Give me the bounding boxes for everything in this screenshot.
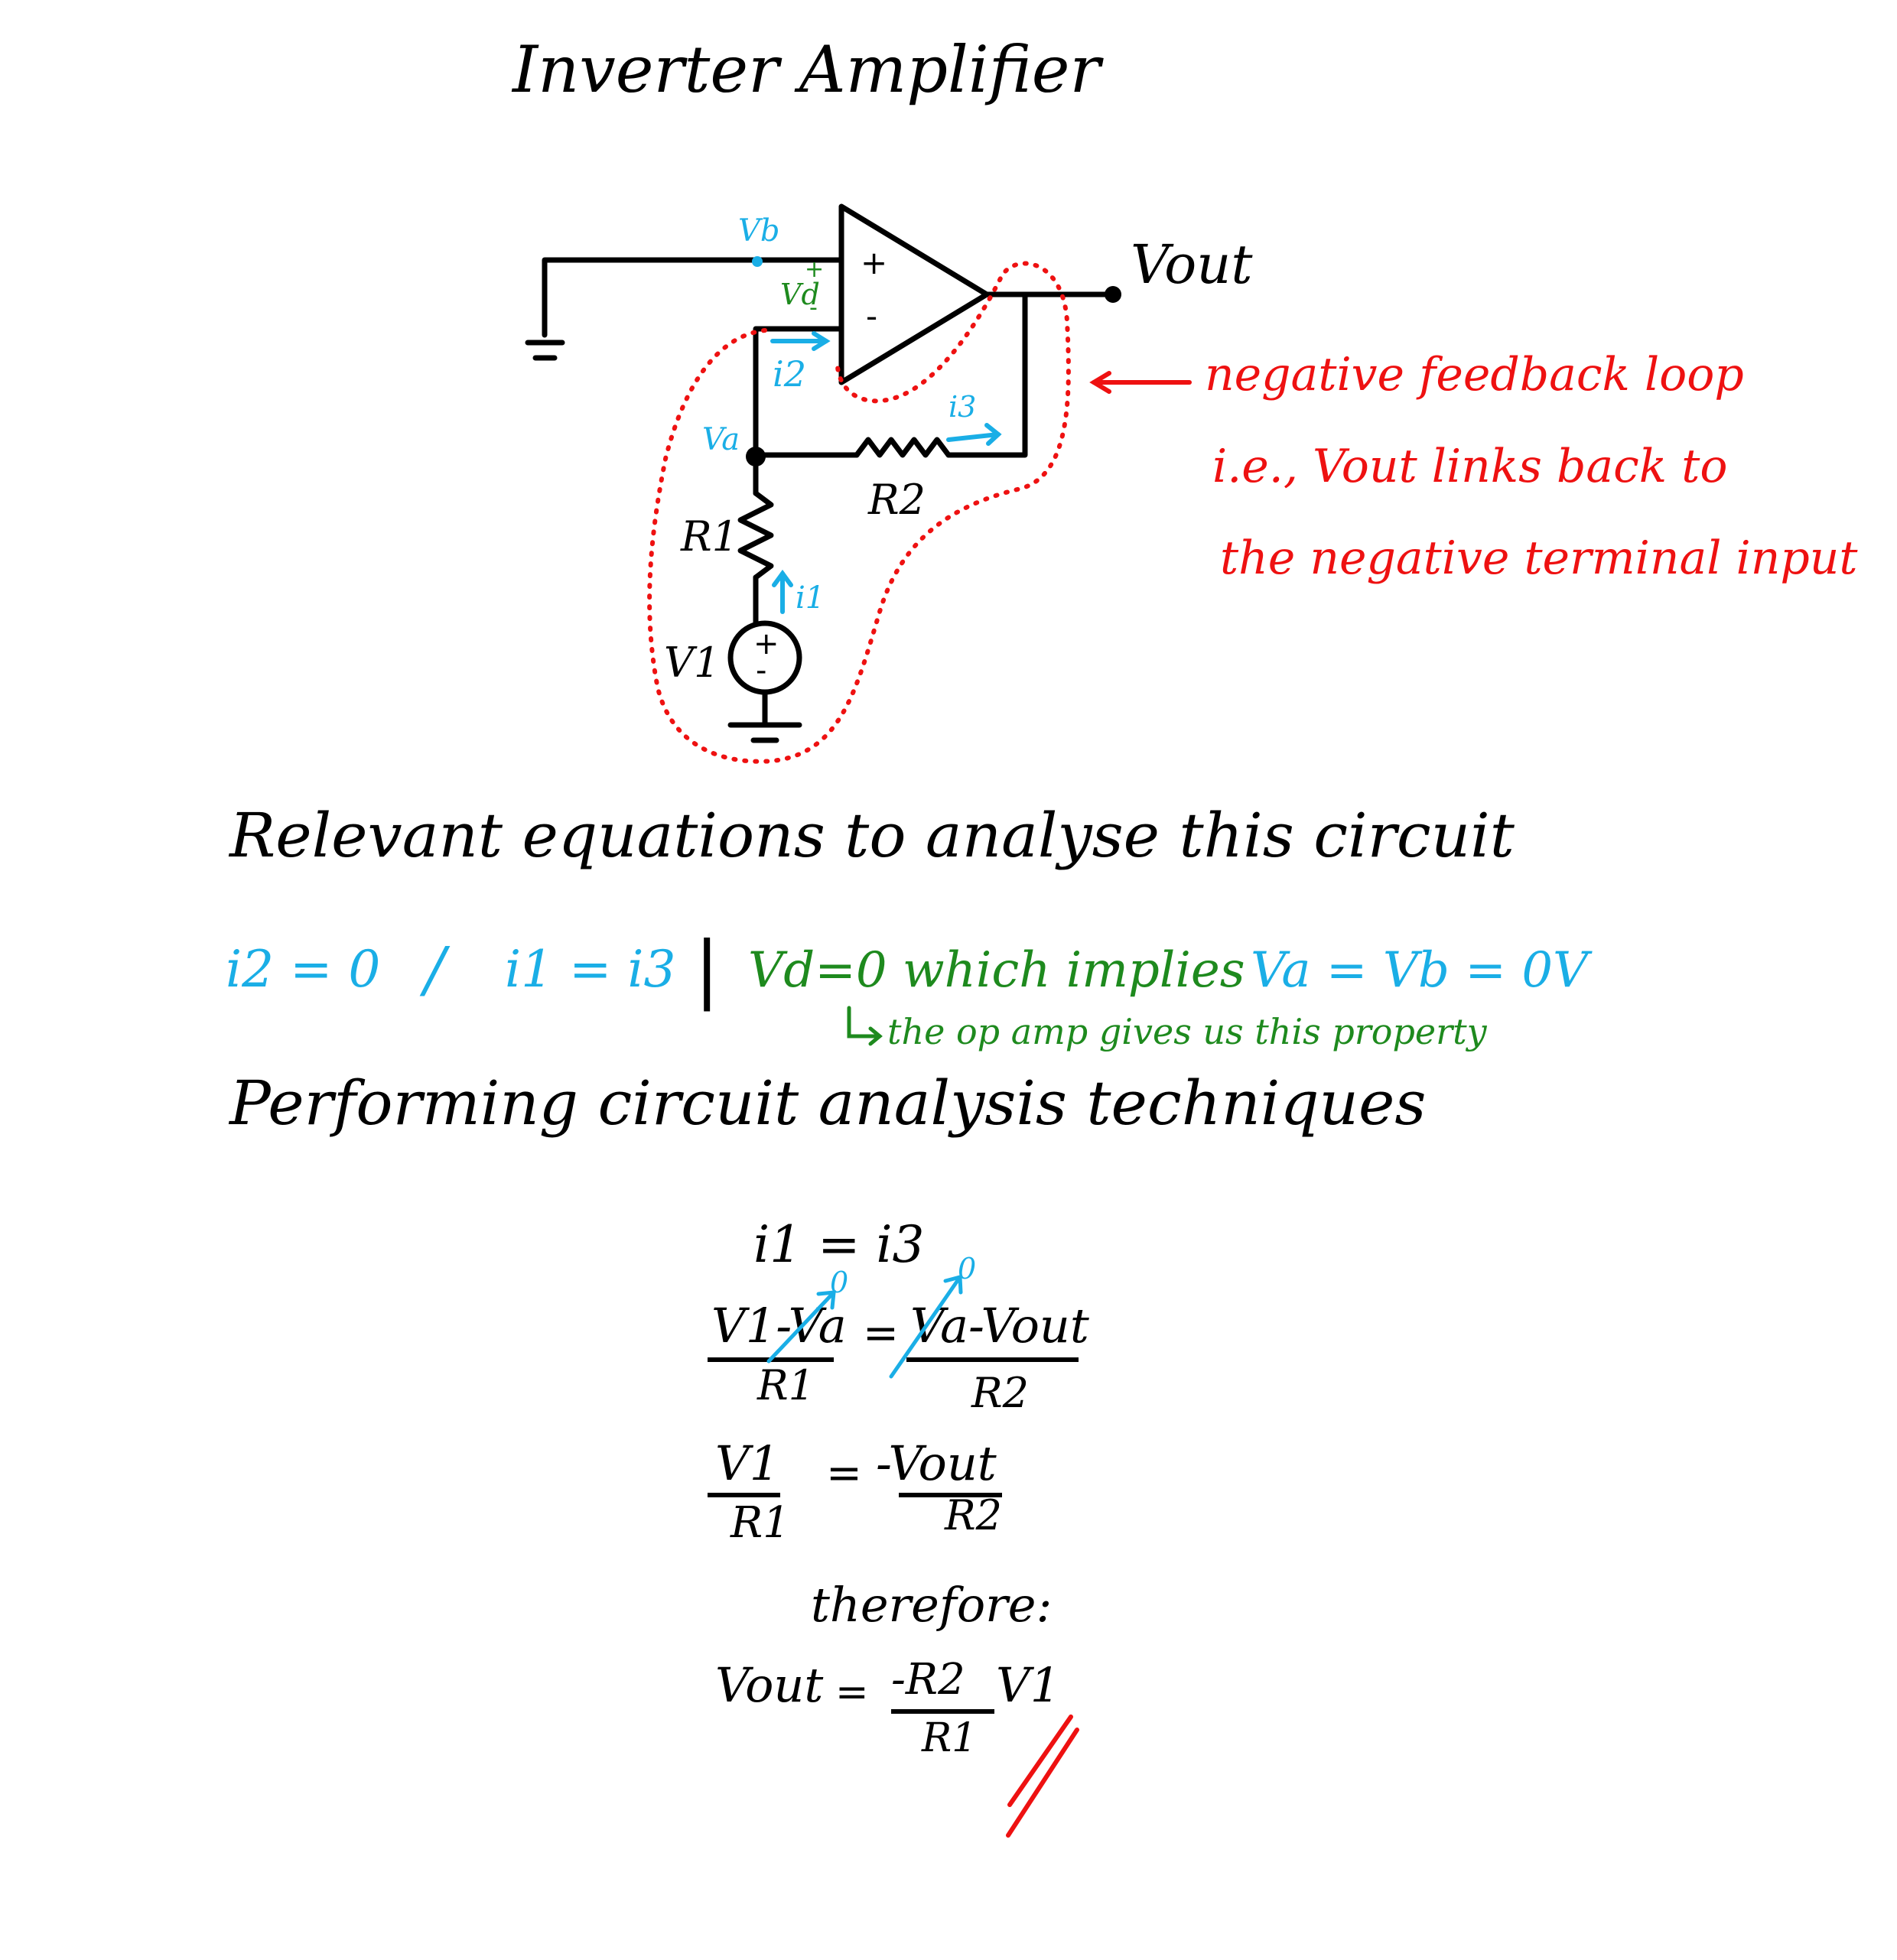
wire-feedback (945, 291, 1028, 458)
op-amp-minus-terminal: - (866, 297, 877, 335)
final-denominator: R1 (921, 1715, 977, 1761)
feedback-annotation: negative feedback loop i.e., Vout links … (1089, 348, 1858, 585)
eq2-right-numerator: Va-Vout (910, 1298, 1089, 1354)
relation-i1-equals-i3: i1 = i3 (505, 940, 675, 999)
i2-arrow-head (812, 331, 831, 351)
eq1-i1-equals-i3: i1 = i3 (753, 1215, 924, 1274)
cancel-arrow-2-head (943, 1274, 963, 1295)
circuit-schematic: + - Vout + - Vb Vd + - i2 i3 (525, 203, 1253, 764)
key-relations: i2 = 0 / i1 = i3 | Vd=0 which implies Va… (226, 926, 1593, 1052)
output-node (1105, 286, 1121, 303)
final-equals: = (835, 1669, 869, 1715)
cancel-arrow-1-head (816, 1290, 836, 1310)
source-plus-sign: + (753, 626, 779, 661)
eq3-right-denominator: R2 (944, 1491, 1002, 1539)
r1-label: R1 (680, 512, 738, 561)
emphasis-stroke-2 (1006, 1728, 1079, 1838)
section1-heading: Relevant equations to analyse this circu… (228, 800, 1515, 871)
eq3-right-numerator: -Vout (876, 1435, 997, 1491)
relation-note: the op amp gives us this property (887, 1011, 1488, 1052)
resistor-r2 (854, 437, 952, 458)
relation-separator-1: / (419, 934, 451, 1005)
vd-minus-label: - (809, 294, 818, 321)
i1-arrow-head (772, 569, 793, 587)
i1-label: i1 (796, 580, 825, 616)
therefore-label: therefore: (811, 1577, 1052, 1633)
relation-separator-2: | (695, 926, 719, 1013)
cancel-zero-1: 0 (830, 1266, 848, 1299)
final-lhs: Vout (715, 1657, 823, 1713)
cancel-arrow-2 (889, 1275, 962, 1379)
derivation: i1 = i3 V1-Va R1 = Va-Vout R2 0 0 V1 R1 … (708, 1215, 1089, 1838)
annotation-line-2: i.e., Vout links back to (1212, 440, 1727, 493)
page-title: Inverter Amplifier (511, 32, 1104, 107)
v1-label: V1 (664, 639, 720, 687)
feedback-loop-outline (647, 261, 1071, 764)
vb-node (752, 256, 763, 267)
op-amp-triangle (838, 203, 990, 385)
i2-label: i2 (773, 353, 806, 395)
vout-label: Vout (1131, 233, 1253, 296)
eq2-left-denominator: R1 (757, 1361, 815, 1409)
annotation-line-3: the negative terminal input (1220, 531, 1858, 585)
cancel-zero-2: 0 (958, 1252, 976, 1286)
relation-vd-zero: Vd=0 which implies (748, 942, 1245, 999)
section2-heading: Performing circuit analysis techniques (228, 1068, 1426, 1139)
annotation-line-1: negative feedback loop (1205, 348, 1744, 401)
wire-minus-input (753, 326, 844, 458)
i3-label: i3 (948, 390, 976, 424)
vb-label: Vb (738, 213, 780, 249)
eq3-left-denominator: R1 (730, 1498, 790, 1548)
final-factor: V1 (996, 1657, 1060, 1713)
eq2-left-numerator: V1-Va (711, 1298, 847, 1354)
note-hook-arrow (847, 1006, 882, 1039)
cancel-arrow-1 (766, 1290, 836, 1364)
r2-label: R2 (867, 476, 926, 524)
resistor-r1 (737, 490, 774, 580)
final-numerator: -R2 (891, 1655, 965, 1705)
eq3-left-numerator: V1 (715, 1435, 779, 1491)
eq2-equals: = (863, 1308, 899, 1358)
va-label: Va (702, 422, 740, 457)
i3-arrow-head (984, 423, 1002, 446)
eq2-right-denominator: R2 (971, 1369, 1029, 1417)
wire-plus-input (542, 257, 844, 338)
relation-i2-zero: i2 = 0 (226, 940, 380, 999)
annotation-arrow-head (1089, 371, 1111, 394)
vd-plus-label: + (805, 256, 824, 283)
i3-arrow (946, 432, 1001, 442)
op-amp-plus-terminal: + (861, 244, 887, 281)
source-minus-sign: - (756, 653, 766, 688)
relation-va-vb-zero: Va = Vb = 0V (1251, 942, 1593, 999)
emphasis-stroke-1 (1007, 1715, 1073, 1807)
note-hook-arrow-head (868, 1026, 883, 1046)
eq3-equals: = (826, 1448, 862, 1498)
vd-label: Vd (780, 278, 820, 311)
